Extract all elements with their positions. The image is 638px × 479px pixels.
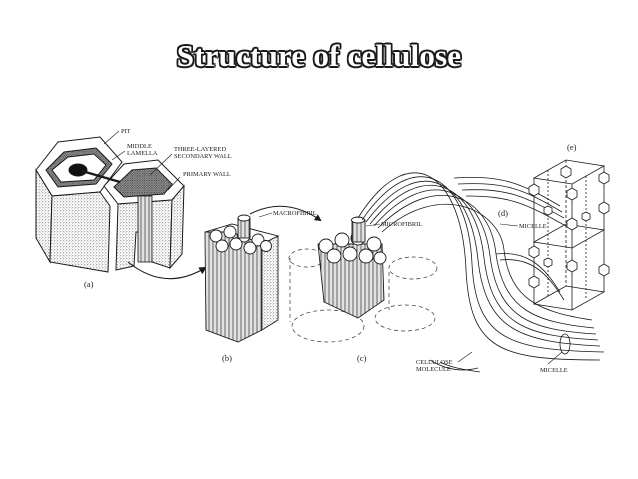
right-cell-cut-layers xyxy=(137,195,153,263)
left-cell-pit xyxy=(68,163,88,177)
wall-leader-lines xyxy=(103,130,181,191)
microfibril-bundle-c xyxy=(317,216,387,319)
unit-cell-lattice-e xyxy=(532,159,606,311)
pit-canal xyxy=(81,169,121,184)
micelle-strands-d xyxy=(357,172,605,373)
slide-title: Structure of cellulose xyxy=(176,38,462,73)
secondary-wall-label-2: SECONDARY WALL xyxy=(174,153,232,160)
cellulose-molecule-label-2: MOLECULE xyxy=(416,366,451,373)
macrofibril-bundle-b xyxy=(204,214,280,343)
panel-label-e: (e) xyxy=(567,142,577,152)
panel-label-b: (b) xyxy=(222,353,232,363)
secondary-wall-label-1: THREE-LAYERED xyxy=(174,146,226,153)
micelle-label-top: MICELLE xyxy=(519,223,547,230)
cellulose-molecule-label-1: CELLULOSE xyxy=(416,359,453,366)
right-cell-side-wall xyxy=(169,184,185,270)
panel-label-a: (a) xyxy=(84,279,94,289)
arrow-b-to-c xyxy=(249,205,322,222)
middle-lamella-label-2: LAMELLA xyxy=(127,150,158,157)
micelle-label-bottom: MICELLE xyxy=(540,367,568,374)
arrow-a-to-b xyxy=(127,261,207,280)
left-cell-front xyxy=(49,191,111,273)
pit-label: PIT xyxy=(121,128,131,135)
panel-label-d: (d) xyxy=(498,208,508,218)
dashed-outlines xyxy=(288,248,438,343)
glucose-rings xyxy=(528,165,610,289)
panel-label-c: (c) xyxy=(357,353,367,363)
macrofibril-label: MACROFIBRIL xyxy=(273,210,317,217)
primary-wall-label: PRIMARY WALL xyxy=(183,171,231,178)
microfibril-label: MICROFIBRIL xyxy=(381,221,422,228)
cell-wall-group-a xyxy=(35,136,185,273)
right-cell-inner xyxy=(113,167,173,198)
micelle-tip xyxy=(559,333,571,355)
middle-lamella-label-1: MIDDLE xyxy=(127,143,152,150)
